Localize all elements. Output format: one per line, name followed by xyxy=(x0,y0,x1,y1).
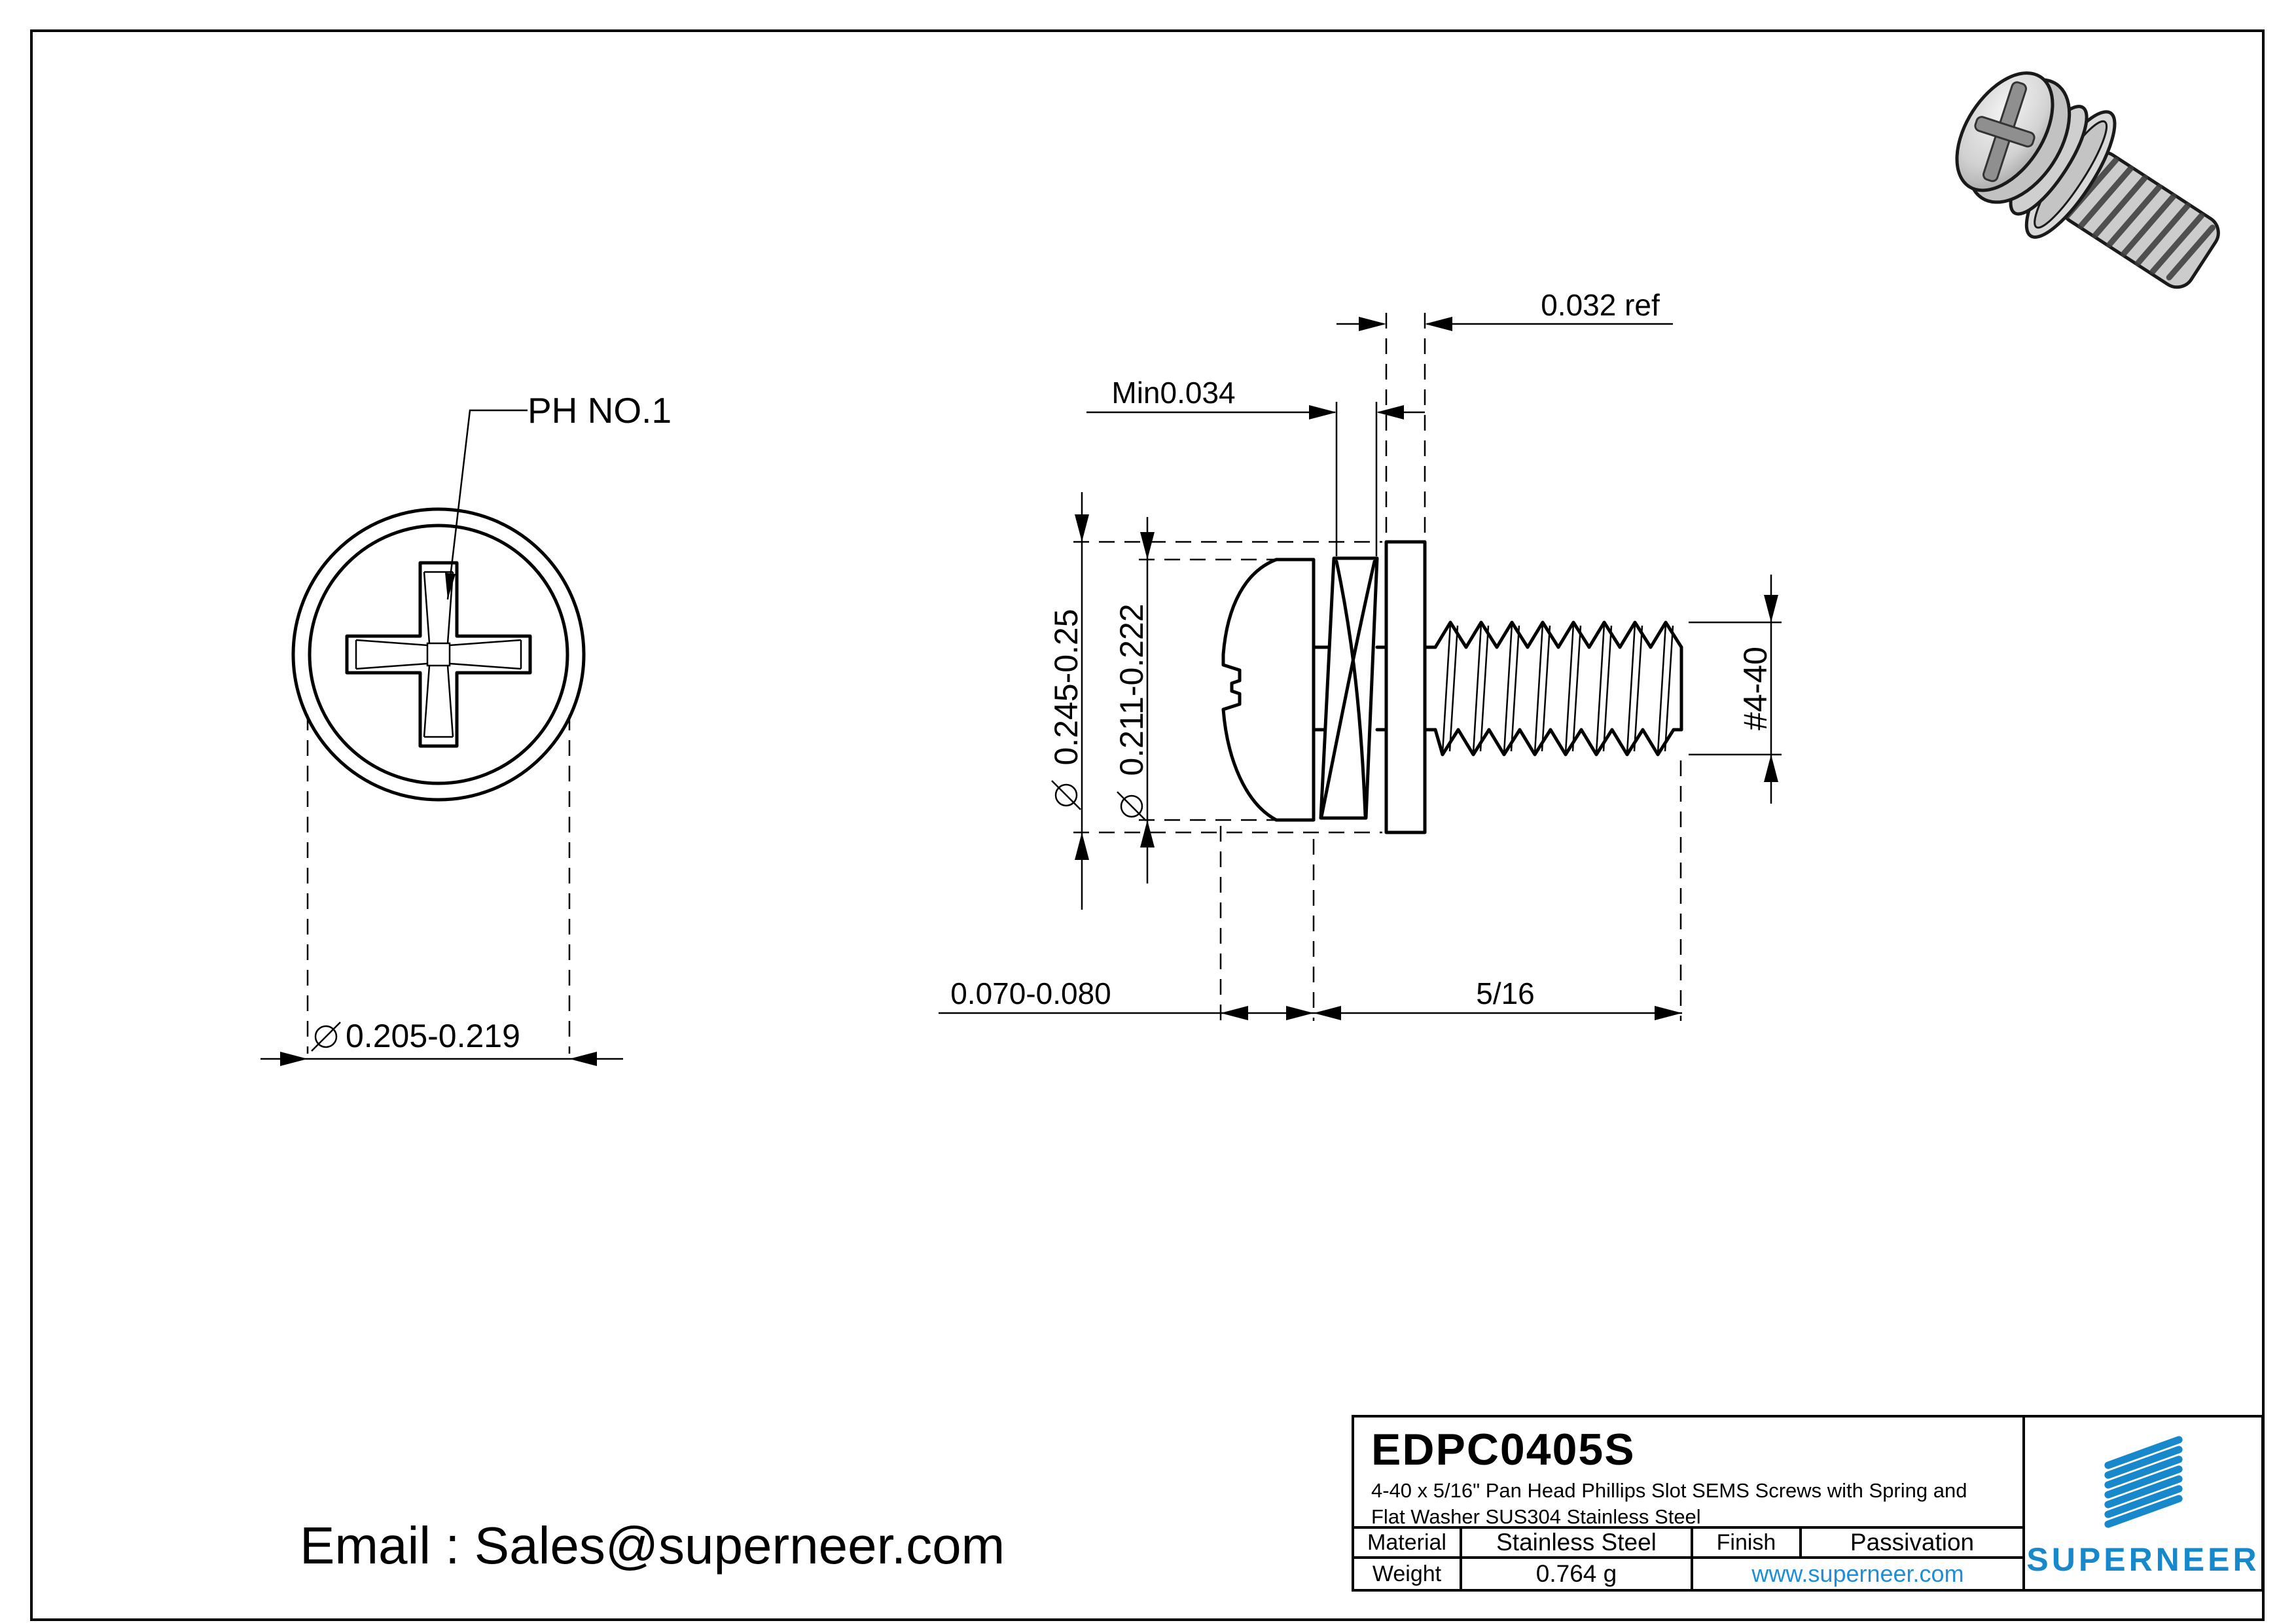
phillips-recess-detail xyxy=(355,571,522,738)
dim-washer-thickness: 0.032 ref xyxy=(1336,288,1673,539)
screw-3d-render xyxy=(1955,71,2220,289)
title-block-header: EDPC0405S 4-40 x 5/16" Pan Head Phillips… xyxy=(1354,1418,2022,1526)
website-link[interactable]: www.superneer.com xyxy=(1751,1560,1964,1587)
dim-text-head-dia: 0.205-0.219 xyxy=(346,1018,520,1054)
weight-label: Weight xyxy=(1354,1559,1462,1589)
website-cell: www.superneer.com xyxy=(1693,1559,2022,1589)
thread-flanks xyxy=(1441,623,1667,754)
title-block-table: Material Stainless Steel Finish Passivat… xyxy=(1354,1526,2022,1589)
material-value: Stainless Steel xyxy=(1462,1529,1693,1559)
dim-spring-min-height: Min0.034 xyxy=(1086,376,1425,556)
leader-arrow xyxy=(445,573,456,599)
dim-head-height: 0.070-0.080 xyxy=(939,826,1315,1021)
dim-text-thread-length: 5/16 xyxy=(1476,976,1535,1010)
side-view: 0.032 ref Min0.034 0.245-0.25 xyxy=(939,288,1782,1021)
dim-text-washer-od: 0.245-0.25 xyxy=(1048,609,1085,765)
brand-wordmark: SUPERNEER xyxy=(2026,1541,2260,1578)
title-block: EDPC0405S 4-40 x 5/16" Pan Head Phillips… xyxy=(1352,1415,2264,1592)
diameter-symbol xyxy=(311,1022,341,1052)
material-label: Material xyxy=(1354,1529,1462,1559)
sheet-border xyxy=(30,29,2265,1621)
finish-label: Finish xyxy=(1693,1529,1802,1559)
dim-text-head-height: 0.070-0.080 xyxy=(950,976,1111,1010)
diameter-symbol xyxy=(1117,791,1147,821)
dim-thread-length: 5/16 xyxy=(1314,760,1682,1021)
callout-ph-no1: PH NO.1 xyxy=(445,390,672,600)
thread-stripes xyxy=(2064,157,2215,281)
superneer-logo-icon xyxy=(2104,1436,2183,1528)
title-block-main: EDPC0405S 4-40 x 5/16" Pan Head Phillips… xyxy=(1354,1418,2022,1589)
part-description-line2: Flat Washer SUS304 Stainless Steel xyxy=(1371,1505,1701,1526)
phillips-cross xyxy=(345,561,532,748)
head-outline-circle xyxy=(308,524,569,785)
thread-flank-echoes xyxy=(1448,625,1674,752)
dim-thread-size: #4-40 xyxy=(1689,575,1782,804)
dim-text-spring-min: Min0.034 xyxy=(1111,376,1235,410)
weight-value: 0.764 g xyxy=(1462,1559,1693,1589)
dim-washer-od: 0.245-0.25 xyxy=(1048,492,1382,910)
dim-text-spring-od: 0.211-0.222 xyxy=(1113,603,1150,776)
callout-label: PH NO.1 xyxy=(528,390,672,431)
brand-panel: SUPERNEER xyxy=(2022,1418,2261,1589)
dim-spring-od: 0.211-0.222 xyxy=(1113,517,1275,883)
diameter-symbol xyxy=(1051,780,1081,810)
part-number: EDPC0405S xyxy=(1371,1425,1636,1474)
dim-head-diameter: 0.205-0.219 xyxy=(260,715,623,1066)
front-view: PH NO.1 0.205-0.219 xyxy=(260,390,672,1066)
email-line: Email : Sales@superneer.com xyxy=(300,1516,1005,1575)
flat-washer xyxy=(1384,540,1427,834)
spring-washer xyxy=(1319,556,1379,820)
phillips-cross-3d xyxy=(1974,81,2036,183)
thread xyxy=(1433,620,1683,757)
part-description: 4-40 x 5/16" Pan Head Phillips Slot SEMS… xyxy=(1371,1478,2003,1526)
part-description-line1: 4-40 x 5/16" Pan Head Phillips Slot SEMS… xyxy=(1371,1479,1967,1503)
dim-text-thread-size: #4-40 xyxy=(1737,647,1774,730)
pan-head-profile xyxy=(1221,558,1316,822)
finish-value: Passivation xyxy=(1802,1529,2022,1559)
dim-text-washer-thickness: 0.032 ref xyxy=(1541,288,1660,322)
